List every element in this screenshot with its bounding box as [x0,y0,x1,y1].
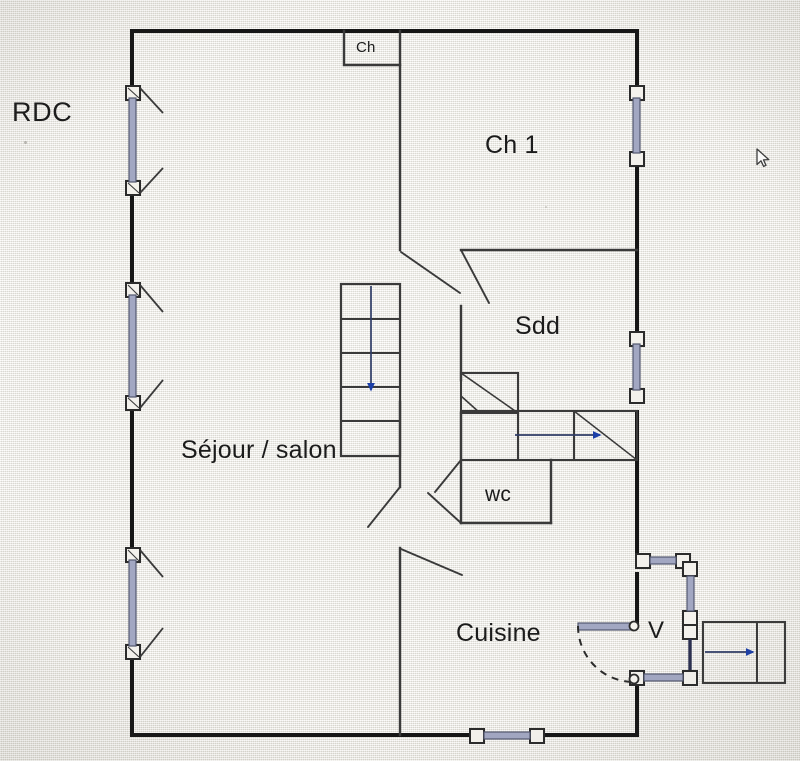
door-swing-wc-a [427,492,462,524]
door-swing-hall-upper [400,251,461,294]
door-swings [367,249,490,576]
window-left-middle [125,282,164,411]
window-left-upper [125,85,164,196]
paper-speck [545,206,547,208]
fixture-band [459,409,639,462]
room-label-ch: Ch [356,39,376,56]
fixture-diagonal [573,410,638,461]
door-swing-sejour-lower [367,486,401,528]
shower-tray [459,371,520,415]
mouse-cursor-icon [756,148,770,168]
door-swing-wc-b [434,459,462,493]
veranda-door [577,620,640,685]
room-label-wc: wc [485,483,512,506]
paper-speck [24,141,27,144]
veranda-structure [629,553,787,686]
partition-ch-box [342,29,402,67]
room-label-ch1: Ch 1 [485,131,539,159]
window-bottom [469,728,545,744]
bathroom-fixtures [459,371,639,462]
floor-label-rdc: RDC [12,97,73,127]
outer-walls [130,29,639,737]
room-label-v: V [648,617,665,644]
window-left-lower [125,547,164,660]
door-leaf [577,622,634,631]
door-hinge [628,620,640,632]
shower-diagonal-a [460,372,519,414]
door-stop [628,673,640,685]
room-label-cuisine: Cuisine [456,619,541,647]
door-swing-cuisine [400,548,463,576]
door-swing-arc [577,625,635,683]
window-right-upper [629,85,645,167]
room-label-sejour: Séjour / salon [181,436,337,464]
staircase [339,282,402,458]
window-right-lower [629,331,645,404]
room-label-sdd: Sdd [515,312,561,340]
door-swing-ch1 [460,249,490,304]
